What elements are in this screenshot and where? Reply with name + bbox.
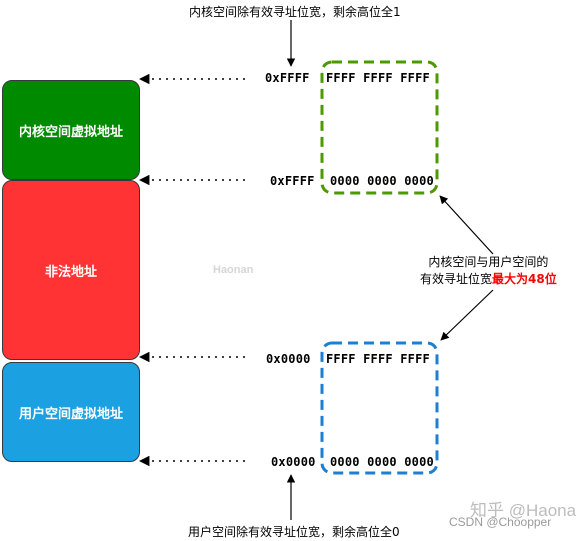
arrow-middle-to-kernel — [439, 195, 494, 255]
kernel-bottom-suffix: 0000 0000 0000 — [330, 174, 434, 188]
center-watermark: Haonan — [213, 264, 254, 276]
kernel-space-block: 内核空间虚拟地址 — [2, 80, 140, 180]
user-top-suffix: FFFF FFFF FFFF — [326, 352, 430, 366]
user-bitwidth-box — [320, 341, 439, 475]
user-space-label: 用户空间虚拟地址 — [18, 406, 123, 422]
kernel-top-prefix: 0xFFFF — [265, 71, 310, 85]
user-bottom-note: 用户空间除有效寻址位宽，剩余高位全0 — [188, 525, 400, 539]
middle-note-line2: 有效寻址位宽最大为48位 — [420, 271, 557, 288]
middle-note-highlight: 最大为48位 — [492, 272, 557, 286]
user-bottom-prefix: 0x0000 — [271, 455, 316, 469]
middle-note-line1: 内核空间与用户空间的 — [428, 255, 549, 269]
illegal-address-label: 非法地址 — [44, 264, 97, 280]
kernel-bottom-prefix: 0xFFFF — [270, 174, 315, 188]
user-bottom-suffix: 0000 0000 0000 — [330, 455, 434, 469]
user-space-block: 用户空间虚拟地址 — [2, 362, 140, 462]
kernel-bitwidth-box — [320, 60, 439, 195]
arrow-middle-to-user — [440, 289, 494, 341]
csdn-watermark: CSDN @Choopper — [449, 515, 552, 529]
zhihu-watermark: 知乎 @Haonan — [470, 501, 576, 520]
illegal-address-block: 非法地址 — [2, 180, 140, 360]
kernel-top-note: 内核空间除有效寻址位宽，剩余高位全1 — [189, 5, 401, 19]
middle-note: 内核空间与用户空间的 有效寻址位宽最大为48位 — [420, 254, 557, 288]
middle-note-line2-plain: 有效寻址位宽 — [420, 272, 493, 286]
kernel-space-label: 内核空间虚拟地址 — [18, 124, 123, 140]
kernel-top-suffix: FFFF FFFF FFFF — [326, 71, 430, 85]
user-top-prefix: 0x0000 — [266, 352, 311, 366]
